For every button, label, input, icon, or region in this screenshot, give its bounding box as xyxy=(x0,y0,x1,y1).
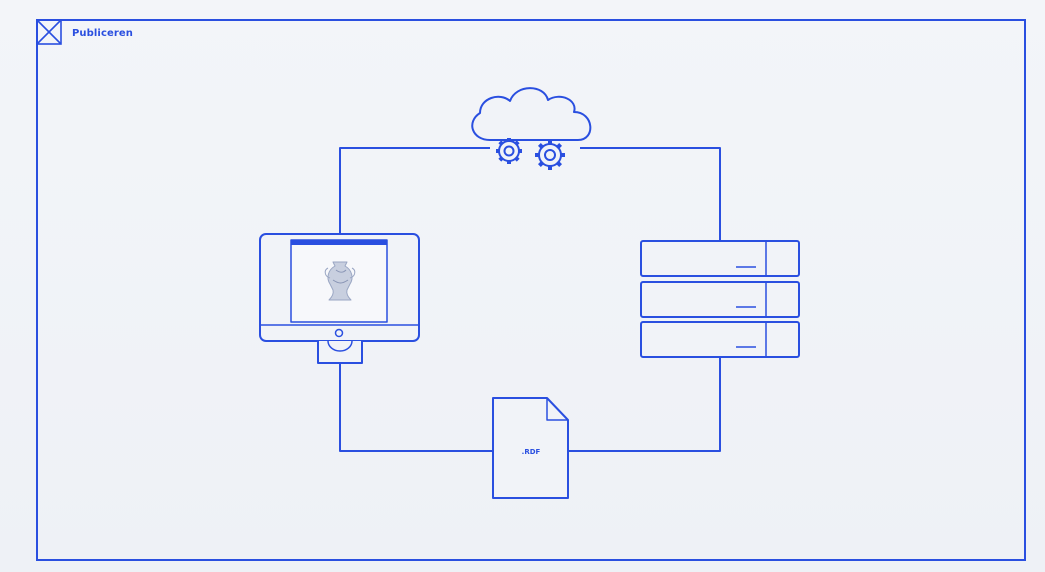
vase-image-icon xyxy=(324,261,356,301)
wireframe-frame: Publiceren xyxy=(36,19,1026,561)
cloud-icon xyxy=(471,87,592,141)
server-unit xyxy=(640,281,800,318)
frame-title: Publiceren xyxy=(72,28,134,39)
connector-server-file xyxy=(568,357,721,452)
connector-cloud-computer xyxy=(339,147,490,234)
server-rack-icon xyxy=(640,240,800,358)
file-extension-label: .RDF xyxy=(521,448,541,456)
server-unit xyxy=(640,240,800,277)
connector-computer-file xyxy=(339,363,493,452)
image-placeholder-icon xyxy=(36,19,62,45)
server-unit xyxy=(640,321,800,358)
gear-icon xyxy=(496,138,522,164)
monitor-stand xyxy=(317,341,363,364)
gear-icon xyxy=(535,140,565,170)
cloud-gears-icon xyxy=(471,87,592,170)
document-file-icon xyxy=(492,397,569,499)
desktop-monitor-icon xyxy=(259,233,420,364)
connector-cloud-server xyxy=(580,147,721,241)
power-button-icon xyxy=(334,328,344,338)
screen-title-bar xyxy=(291,240,387,245)
stand-notch xyxy=(327,340,353,352)
